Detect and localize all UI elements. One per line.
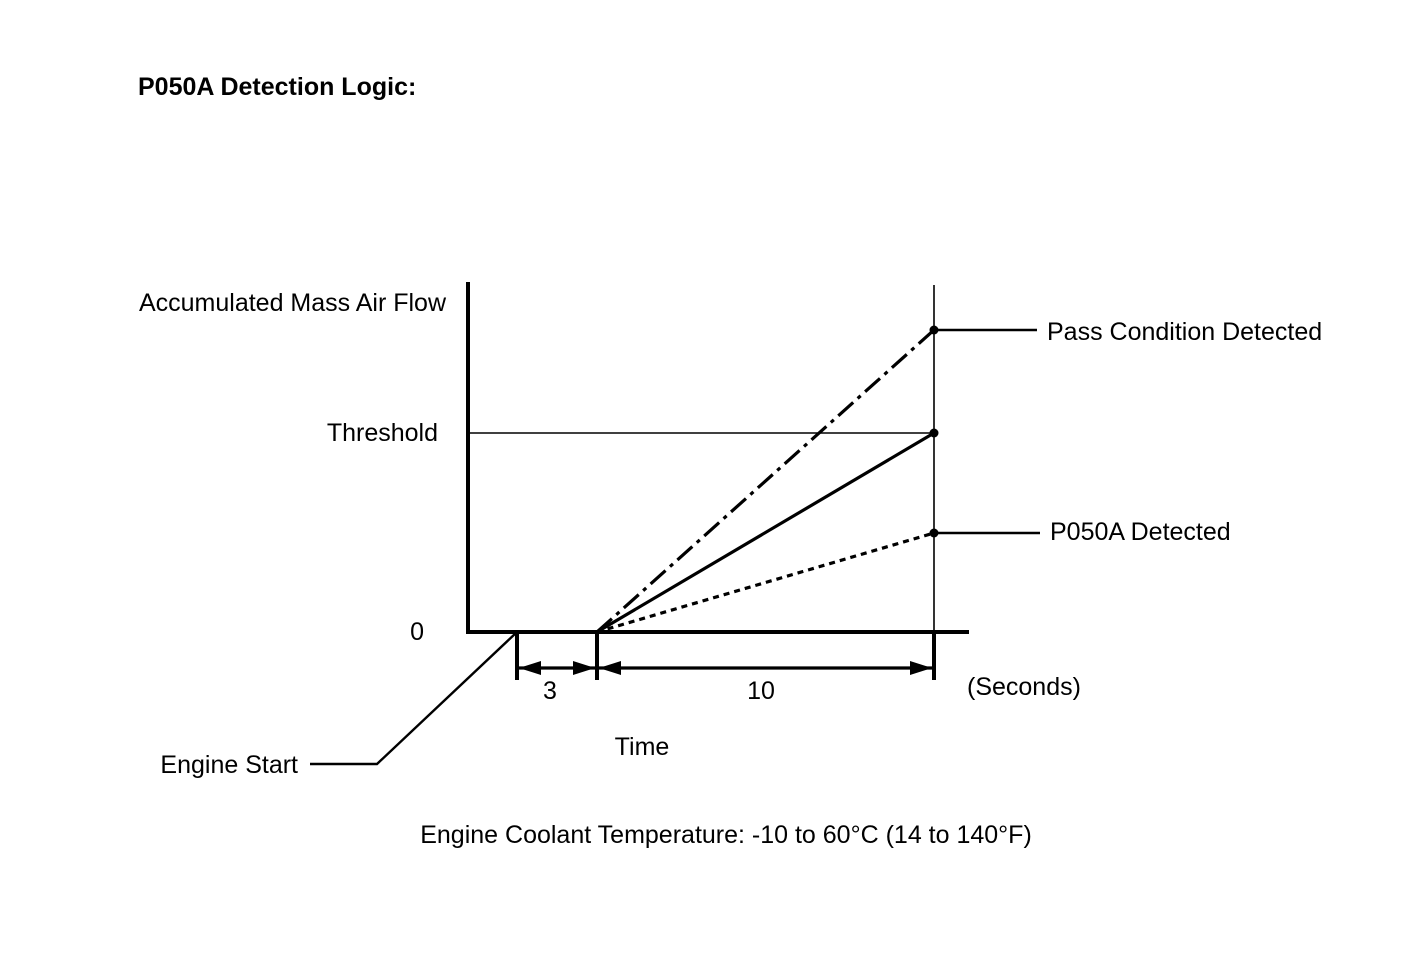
zero-label: 0 [410, 618, 424, 646]
interval-3-label: 3 [543, 677, 557, 705]
diagram-title: P050A Detection Logic: [138, 73, 416, 101]
y-axis-label: Accumulated Mass Air Flow [139, 289, 447, 317]
interval-10-label: 10 [747, 677, 775, 705]
threshold-label: Threshold [327, 419, 438, 447]
engine-start-callout-line [310, 631, 518, 766]
condition-note: Engine Coolant Temperature: -10 to 60°C … [420, 821, 1032, 849]
pass-condition-label: Pass Condition Detected [1047, 318, 1322, 346]
threshold-point [929, 428, 939, 438]
engine-start-label: Engine Start [160, 751, 298, 779]
p050a-detected-label: P050A Detected [1050, 518, 1231, 546]
p050a-curve [596, 531, 935, 634]
x-axis-label: Time [615, 733, 670, 761]
threshold-curve [596, 431, 935, 634]
pass-condition-curve [595, 328, 936, 634]
time-unit-label: (Seconds) [967, 673, 1081, 701]
